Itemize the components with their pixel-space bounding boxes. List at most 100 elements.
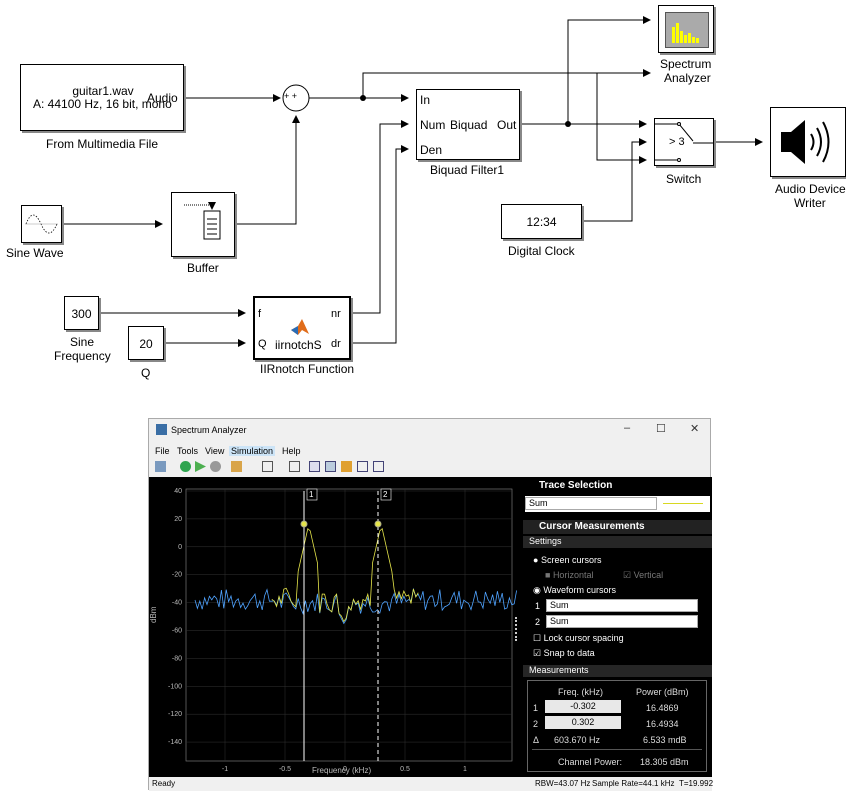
buffer-block[interactable]: [171, 192, 235, 257]
stop-icon[interactable]: [210, 461, 221, 472]
autoscale-icon[interactable]: [289, 461, 300, 472]
y-tick-label: -140: [168, 739, 182, 746]
row-1-power: 16.4869: [646, 703, 679, 713]
close-button[interactable]: ✕: [690, 423, 700, 435]
menu-view[interactable]: View: [205, 446, 225, 456]
sum-block[interactable]: [282, 84, 310, 112]
cursor-icon[interactable]: [309, 461, 320, 472]
spectrum-analyzer-block[interactable]: [658, 5, 714, 53]
menu-simulation[interactable]: Simulation: [229, 446, 276, 456]
menu-tools[interactable]: Tools: [177, 446, 199, 456]
from-multimedia-file-label: From Multimedia File: [46, 137, 159, 151]
cursor-1-num: 1: [535, 601, 541, 611]
measure-icon[interactable]: [325, 461, 336, 472]
from-multimedia-file-block[interactable]: guitar1.wav A: 44100 Hz, 16 bit, mono Au…: [20, 64, 184, 131]
minimize-button[interactable]: –: [624, 422, 631, 434]
menu-file[interactable]: File: [155, 446, 170, 456]
biquad-filter-label: Biquad Filter1: [430, 163, 505, 177]
y-tick-label: -20: [172, 572, 182, 579]
cursor-2-tag: 2: [383, 490, 388, 499]
lock-spacing-checkbox[interactable]: ☐ Lock cursor spacing: [533, 633, 624, 643]
switch-label: Switch: [666, 172, 702, 186]
matlab-logo-icon: [291, 319, 309, 335]
iirnotch-function-block[interactable]: f Q nr dr iirnotchS: [253, 296, 351, 360]
sum-signs: + +: [284, 91, 298, 101]
row-2-label: 2: [533, 719, 539, 729]
run-icon[interactable]: [180, 461, 191, 472]
clock-value: 12:34: [526, 215, 557, 229]
settings-toolbar-icon[interactable]: [155, 461, 166, 472]
waveform-cursors-radio[interactable]: ◉ Waveform cursors: [533, 585, 617, 595]
highlight-icon[interactable]: [231, 461, 242, 472]
horizontal-checkbox[interactable]: ■ Horizontal: [545, 570, 594, 580]
cursor-1-marker: [300, 520, 308, 528]
iirnotch-label: IIRnotch Function: [260, 362, 355, 376]
dr-port-label: dr: [331, 338, 341, 350]
app-icon: [156, 424, 167, 435]
y-tick-label: 20: [174, 516, 182, 523]
sine-wave-block[interactable]: [21, 205, 62, 243]
nr-port-label: nr: [331, 308, 341, 320]
digital-clock-label: Digital Clock: [508, 244, 575, 258]
stats-icon[interactable]: [357, 461, 368, 472]
y-tick-label: -100: [168, 683, 182, 690]
maximize-button[interactable]: ☐: [656, 423, 666, 435]
peak-icon[interactable]: [341, 461, 352, 472]
trace-selection-dropdown[interactable]: Sum: [525, 497, 657, 510]
screen-cursors-radio[interactable]: ● Screen cursors: [533, 555, 602, 565]
audio-writer-label-1: Audio Device: [775, 182, 846, 196]
file-info: A: 44100 Hz, 16 bit, mono: [33, 97, 172, 111]
trace-selection-row: Sum: [525, 496, 710, 512]
snap-label: Snap to data: [543, 648, 595, 658]
audio-device-writer-block[interactable]: [770, 107, 846, 177]
settings-header[interactable]: Settings: [523, 536, 712, 548]
row-1-freq: -0.302: [545, 700, 621, 713]
snap-checkbox[interactable]: ☑ Snap to data: [533, 648, 595, 658]
menu-help[interactable]: Help: [282, 446, 301, 456]
cursor-1-tag: 1: [309, 490, 314, 499]
step-icon[interactable]: [195, 461, 206, 472]
cursor-measurements-header: Cursor Measurements: [523, 520, 712, 534]
iirnotch-name: iirnotchS: [275, 338, 322, 352]
row-1-label: 1: [533, 703, 539, 713]
row-2-freq: 0.302: [545, 716, 621, 729]
vertical-label: Vertical: [633, 570, 664, 580]
x-tick-label: 0.5: [400, 766, 410, 773]
cursor-1-dropdown[interactable]: Sum: [546, 599, 698, 612]
biquad-filter-block[interactable]: In Num Den Biquad Out: [416, 89, 520, 160]
q-constant[interactable]: 20: [128, 326, 164, 360]
measurements-header[interactable]: Measurements: [523, 665, 712, 677]
collapse-panel-handle[interactable]: [515, 617, 521, 641]
switch-threshold: > 3: [669, 136, 685, 148]
cursor-2-dropdown[interactable]: Sum: [546, 615, 698, 628]
zoom-icon[interactable]: [262, 461, 273, 472]
lock-spacing-label: Lock cursor spacing: [543, 633, 624, 643]
sine-frequency-constant[interactable]: 300: [64, 296, 99, 330]
y-tick-label: -40: [172, 600, 182, 607]
cursor-2-num: 2: [535, 617, 541, 627]
spectrum-label-2: Analyzer: [664, 71, 711, 85]
cdf-icon[interactable]: [373, 461, 384, 472]
x-tick-label: -1: [222, 766, 228, 773]
switch-block[interactable]: > 3: [654, 118, 714, 166]
vertical-checkbox[interactable]: ☑ Vertical: [623, 570, 664, 580]
x-tick-label: 1: [463, 766, 467, 773]
trace-color-swatch: [663, 503, 703, 504]
status-bar: Ready RBW=43.07 Hz Sample Rate=44.1 kHz …: [149, 777, 713, 791]
speaker-icon: [781, 120, 830, 164]
file-name: guitar1.wav: [72, 84, 134, 98]
out-port-label: Out: [497, 118, 517, 132]
delta-power: 6.533 mdB: [643, 735, 687, 745]
in-port-label: In: [420, 93, 431, 107]
y-tick-label: 40: [174, 488, 182, 495]
signal-wires: [62, 16, 763, 347]
digital-clock-block[interactable]: 12:34: [501, 204, 582, 239]
channel-power-label: Channel Power:: [558, 757, 623, 767]
f-port-label: f: [258, 308, 262, 320]
y-tick-label: -60: [172, 627, 182, 634]
x-tick-label: 0: [343, 766, 347, 773]
screen-cursors-label: Screen cursors: [540, 555, 602, 565]
sine-wave-label: Sine Wave: [6, 246, 64, 260]
